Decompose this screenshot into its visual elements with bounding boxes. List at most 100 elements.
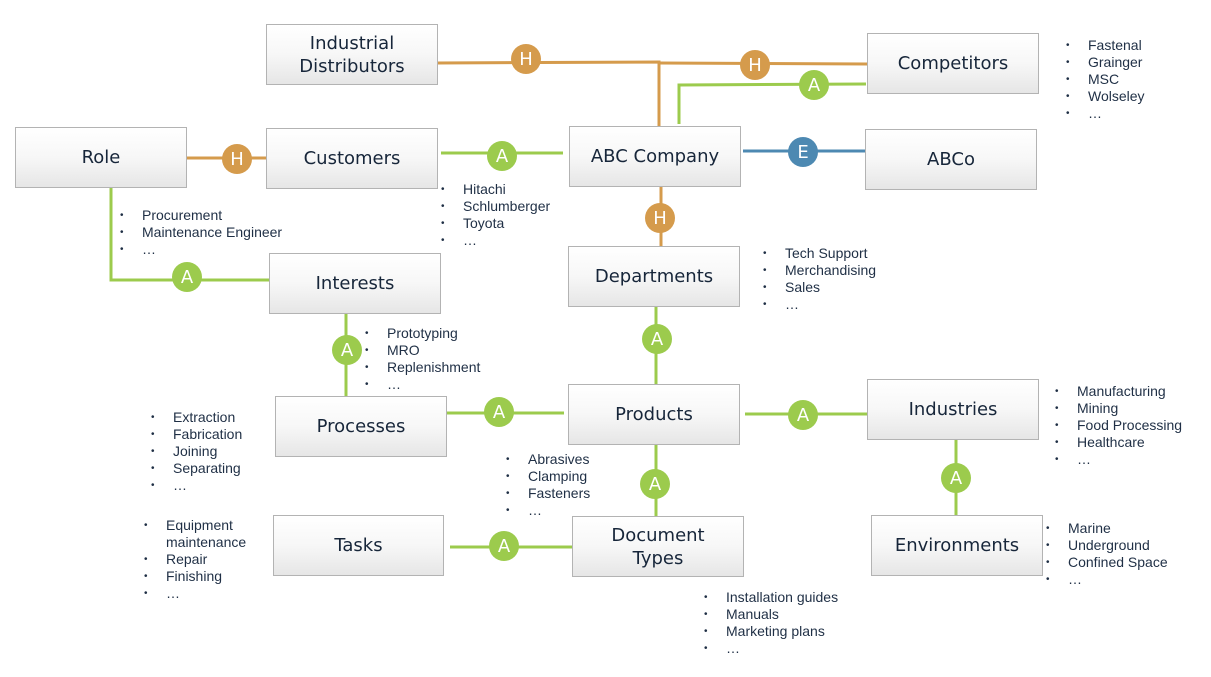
node-label: Industries bbox=[908, 399, 998, 420]
node-competitors[interactable]: Competitors bbox=[867, 33, 1039, 94]
list-environments: MarineUndergroundConfined Space… bbox=[1046, 520, 1168, 588]
edge-distributors-company bbox=[436, 60, 661, 126]
list-item: Manufacturing bbox=[1055, 383, 1182, 400]
list-item: Fabrication bbox=[151, 426, 242, 443]
node-label: Industrial Distributors bbox=[299, 32, 405, 77]
list-item: … bbox=[365, 376, 480, 393]
badge-tasks-document-types: A bbox=[489, 531, 519, 561]
list-item: … bbox=[120, 241, 282, 258]
node-label: Processes bbox=[316, 416, 406, 437]
badge-distributors-company: H bbox=[511, 44, 541, 74]
badge-competitors-company-h: H bbox=[740, 50, 770, 80]
list-item: … bbox=[1046, 571, 1168, 588]
node-label: Environments bbox=[894, 535, 1020, 556]
node-label: Document Types bbox=[611, 524, 705, 569]
list-item: Tech Support bbox=[763, 245, 876, 262]
list-item: Food Processing bbox=[1055, 417, 1182, 434]
node-label: Role bbox=[81, 147, 121, 168]
list-item: Sales bbox=[763, 279, 876, 296]
list-item: Fasteners bbox=[506, 485, 590, 502]
node-customers[interactable]: Customers bbox=[266, 128, 438, 189]
list-item: Maintenance Engineer bbox=[120, 224, 282, 241]
node-tasks[interactable]: Tasks bbox=[273, 515, 444, 576]
node-label: Interests bbox=[315, 273, 395, 294]
node-label: Products bbox=[615, 404, 693, 425]
list-item: … bbox=[1066, 105, 1145, 122]
list-item: … bbox=[704, 640, 838, 657]
node-role[interactable]: Role bbox=[15, 127, 187, 188]
list-item: Wolseley bbox=[1066, 88, 1145, 105]
list-products: AbrasivesClampingFasteners… bbox=[506, 451, 590, 519]
edge-role-interests bbox=[109, 187, 270, 282]
list-processes: ExtractionFabricationJoiningSeparating… bbox=[151, 409, 242, 494]
node-environments[interactable]: Environments bbox=[871, 515, 1043, 576]
list-item: Underground bbox=[1046, 537, 1168, 554]
list-item: … bbox=[144, 585, 264, 602]
list-item: Finishing bbox=[144, 568, 264, 585]
list-item: Healthcare bbox=[1055, 434, 1182, 451]
list-item: Mining bbox=[1055, 400, 1182, 417]
node-abc-company[interactable]: ABC Company bbox=[569, 126, 741, 187]
list-item: Separating bbox=[151, 460, 242, 477]
list-item: Abrasives bbox=[506, 451, 590, 468]
badge-competitors-company-a: A bbox=[799, 70, 829, 100]
list-item: … bbox=[763, 296, 876, 313]
list-tasks: Equipment maintenanceRepairFinishing… bbox=[144, 517, 264, 602]
badge-products-industries: A bbox=[788, 400, 818, 430]
list-customers: HitachiSchlumbergerToyota… bbox=[441, 181, 550, 249]
badge-company-abco: E bbox=[788, 137, 818, 167]
badge-role-customers: H bbox=[222, 144, 252, 174]
list-item: Schlumberger bbox=[441, 198, 550, 215]
list-item: Repair bbox=[144, 551, 264, 568]
badge-company-departments: H bbox=[645, 203, 675, 233]
node-departments[interactable]: Departments bbox=[568, 246, 740, 307]
node-label: ABC Company bbox=[590, 146, 720, 167]
badge-industries-environments: A bbox=[941, 463, 971, 493]
list-item: MSC bbox=[1066, 71, 1145, 88]
node-label: Departments bbox=[594, 266, 714, 287]
list-item: Merchandising bbox=[763, 262, 876, 279]
list-item: Equipment maintenance bbox=[144, 517, 264, 551]
list-document-types: Installation guidesManualsMarketing plan… bbox=[704, 589, 838, 657]
badge-customers-company: A bbox=[487, 141, 517, 171]
node-label: Tasks bbox=[334, 535, 383, 556]
list-item: MRO bbox=[365, 342, 480, 359]
list-departments: Tech SupportMerchandisingSales… bbox=[763, 245, 876, 313]
list-industries: ManufacturingMiningFood ProcessingHealth… bbox=[1055, 383, 1182, 468]
list-role: ProcurementMaintenance Engineer… bbox=[120, 207, 282, 258]
list-item: … bbox=[506, 502, 590, 519]
list-item: … bbox=[1055, 451, 1182, 468]
list-item: Hitachi bbox=[441, 181, 550, 198]
list-item: Marine bbox=[1046, 520, 1168, 537]
node-label: Competitors bbox=[897, 53, 1009, 74]
node-abco[interactable]: ABCo bbox=[865, 129, 1037, 190]
node-industrial-distributors[interactable]: Industrial Distributors bbox=[266, 24, 438, 85]
list-item: Prototyping bbox=[365, 325, 480, 342]
list-item: Replenishment bbox=[365, 359, 480, 376]
node-document-types[interactable]: Document Types bbox=[572, 516, 744, 577]
node-industries[interactable]: Industries bbox=[867, 379, 1039, 440]
list-item: Joining bbox=[151, 443, 242, 460]
list-item: Marketing plans bbox=[704, 623, 838, 640]
badge-role-interests: A bbox=[172, 262, 202, 292]
badge-departments-products: A bbox=[642, 324, 672, 354]
list-competitors: FastenalGraingerMSCWolseley… bbox=[1066, 37, 1145, 122]
node-interests[interactable]: Interests bbox=[269, 253, 441, 314]
node-label: ABCo bbox=[927, 149, 975, 170]
list-item: Confined Space bbox=[1046, 554, 1168, 571]
node-products[interactable]: Products bbox=[568, 384, 740, 445]
badge-interests-processes: A bbox=[332, 335, 362, 365]
list-interests: PrototypingMROReplenishment… bbox=[365, 325, 480, 393]
list-item: Extraction bbox=[151, 409, 242, 426]
badge-products-document-types: A bbox=[640, 469, 670, 499]
list-item: Toyota bbox=[441, 215, 550, 232]
node-label: Customers bbox=[303, 148, 401, 169]
list-item: Clamping bbox=[506, 468, 590, 485]
list-item: Installation guides bbox=[704, 589, 838, 606]
node-processes[interactable]: Processes bbox=[275, 396, 447, 457]
list-item: Procurement bbox=[120, 207, 282, 224]
list-item: … bbox=[441, 232, 550, 249]
badge-processes-products: A bbox=[484, 397, 514, 427]
list-item: Manuals bbox=[704, 606, 838, 623]
list-item: Fastenal bbox=[1066, 37, 1145, 54]
